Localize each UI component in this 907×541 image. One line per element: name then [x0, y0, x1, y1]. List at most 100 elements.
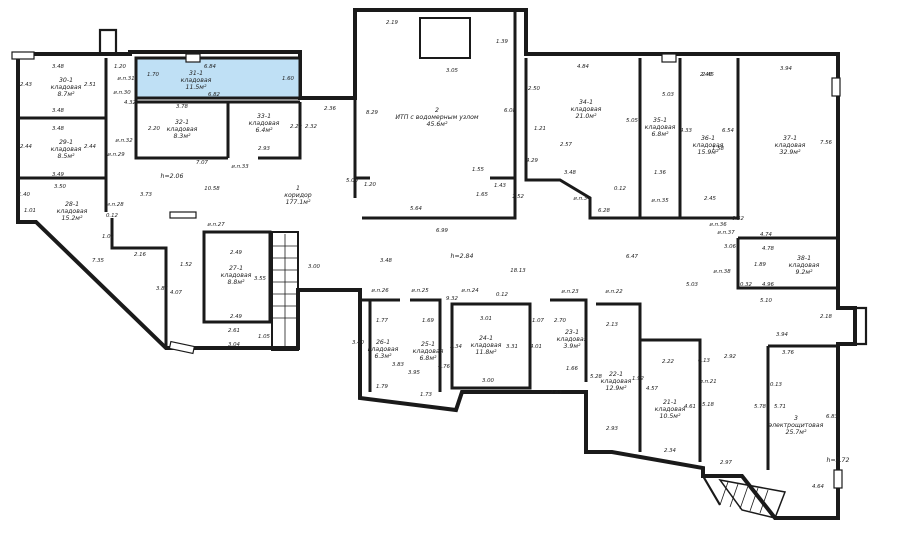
dimension-label: 1.36 — [654, 170, 667, 176]
dimension-label: 1.01 — [24, 208, 36, 214]
dimension-label: 2.97 — [720, 460, 733, 466]
dimension-label: 1.02 — [102, 234, 115, 240]
dimension-label: 1.92 — [632, 376, 645, 382]
dimension-label: 1.58 — [712, 146, 725, 152]
dimension-label: 1.39 — [496, 39, 509, 45]
dimension-label: 1.79 — [376, 384, 389, 390]
dimension-label: 2.50 — [528, 86, 541, 92]
dimension-label: 0.12 — [496, 292, 509, 298]
dimension-label: 1.60 — [282, 76, 295, 82]
dimension-label: 3.40 — [352, 340, 365, 346]
dimension-label: 3.31 — [506, 344, 518, 350]
dimension-labels: 3.48 1.20 6.84 2.19 1.39 2.43 2.51 1.70 … — [18, 20, 839, 490]
dimension-label: 1.20 — [364, 182, 377, 188]
dimension-label: 1.21 — [534, 126, 546, 132]
dimension-label: 3.48 — [380, 258, 393, 264]
dimension-label: 2.44 — [20, 144, 33, 150]
dimension-label: 6.82 — [208, 92, 221, 98]
dimension-label: 4.74 — [760, 232, 773, 238]
dimension-label: 2.49 — [230, 314, 243, 320]
dimension-label: 2.22 — [662, 359, 675, 365]
dimension-label: 4.84 — [577, 64, 590, 70]
dimension-label: 2.93 — [606, 426, 619, 432]
dimension-label: 2.45 — [702, 72, 715, 78]
dimension-label: 0.32 — [740, 282, 753, 288]
dimension-label: 4.76 — [438, 364, 451, 370]
utility-label: и.п.37 — [717, 230, 735, 236]
utility-label: и.п.22 — [605, 289, 623, 295]
dimension-label: 1.07 — [532, 318, 545, 324]
height-labels: h=2.06 h=2.84 h=2.72 — [161, 173, 850, 464]
dimension-label: 6.84 — [204, 64, 217, 70]
outer-walls — [16, 8, 868, 520]
dimension-label: 1.73 — [420, 392, 433, 398]
dimension-label: 5.78 — [754, 404, 767, 410]
utility-label: и.п.28 — [106, 202, 124, 208]
dimension-label: 3.94 — [780, 66, 793, 72]
utility-label: и.п.26 — [371, 288, 389, 294]
dimension-label: 5.28 — [590, 374, 603, 380]
dimension-label: 7.56 — [820, 140, 833, 146]
utility-label: и.п.38 — [713, 269, 731, 275]
dimension-label: 9.32 — [446, 296, 459, 302]
dimension-label: 3.55 — [254, 276, 267, 282]
dimension-label: 2.13 — [606, 322, 619, 328]
dimension-label: 4.01 — [530, 344, 542, 350]
dimension-label: 3.04 — [228, 342, 241, 348]
dimension-label: 2.49 — [230, 250, 243, 256]
dimension-label: 0.32 — [732, 216, 745, 222]
dimension-label: 3.06 — [724, 244, 737, 250]
dimension-label: 1.89 — [754, 262, 767, 268]
dimension-label: 2.45 — [700, 72, 713, 78]
dimension-label: 5.64 — [410, 206, 423, 212]
utility-labels: и.п.31 и.п.30 и.п.32 и.п.29 и.п.33 и.п.2… — [106, 76, 735, 385]
dimension-label: 4.32 — [124, 100, 137, 106]
dimension-label: 2.32 — [305, 124, 318, 130]
dimension-label: 2.16 — [134, 252, 147, 258]
dimension-label: 0.13 — [698, 358, 711, 364]
dimension-label: 3.00 — [482, 378, 495, 384]
dimension-label: 4.61 — [684, 404, 696, 410]
equipment — [11, 17, 843, 489]
dimension-label: 1.20 — [114, 64, 127, 70]
dimension-label: 2.92 — [724, 354, 737, 360]
utility-label: и.п.32 — [115, 138, 133, 144]
dimension-label: 8.29 — [366, 110, 379, 116]
dimension-label: 7.07 — [196, 160, 209, 166]
utility-label: и.п.35 — [651, 198, 669, 204]
dimension-label: 1.52 — [180, 262, 193, 268]
dimension-label: 1.66 — [566, 366, 579, 372]
dimension-label: 3.94 — [776, 332, 789, 338]
utility-label: и.п.23 — [561, 289, 579, 295]
dimension-label: 1.65 — [476, 192, 489, 198]
dimension-label: 4.64 — [812, 484, 825, 490]
dimension-label: 3.05 — [446, 68, 459, 74]
stair-left — [271, 231, 299, 351]
dimension-label: 18.13 — [510, 268, 526, 274]
utility-label: и.п.30 — [113, 90, 131, 96]
dimension-label: 3.50 — [54, 184, 67, 190]
dimension-label: 1.05 — [258, 334, 271, 340]
height-label: h=2.06 — [161, 173, 184, 180]
dimension-label: 3.34 — [450, 344, 463, 350]
utility-label: и.п.27 — [207, 222, 225, 228]
dimension-label: 0.13 — [770, 382, 783, 388]
dimension-label: 3.95 — [408, 370, 421, 376]
dimension-label: 1.43 — [494, 183, 507, 189]
dimension-label: 6.54 — [722, 128, 735, 134]
dimension-label: 10.58 — [204, 186, 220, 192]
